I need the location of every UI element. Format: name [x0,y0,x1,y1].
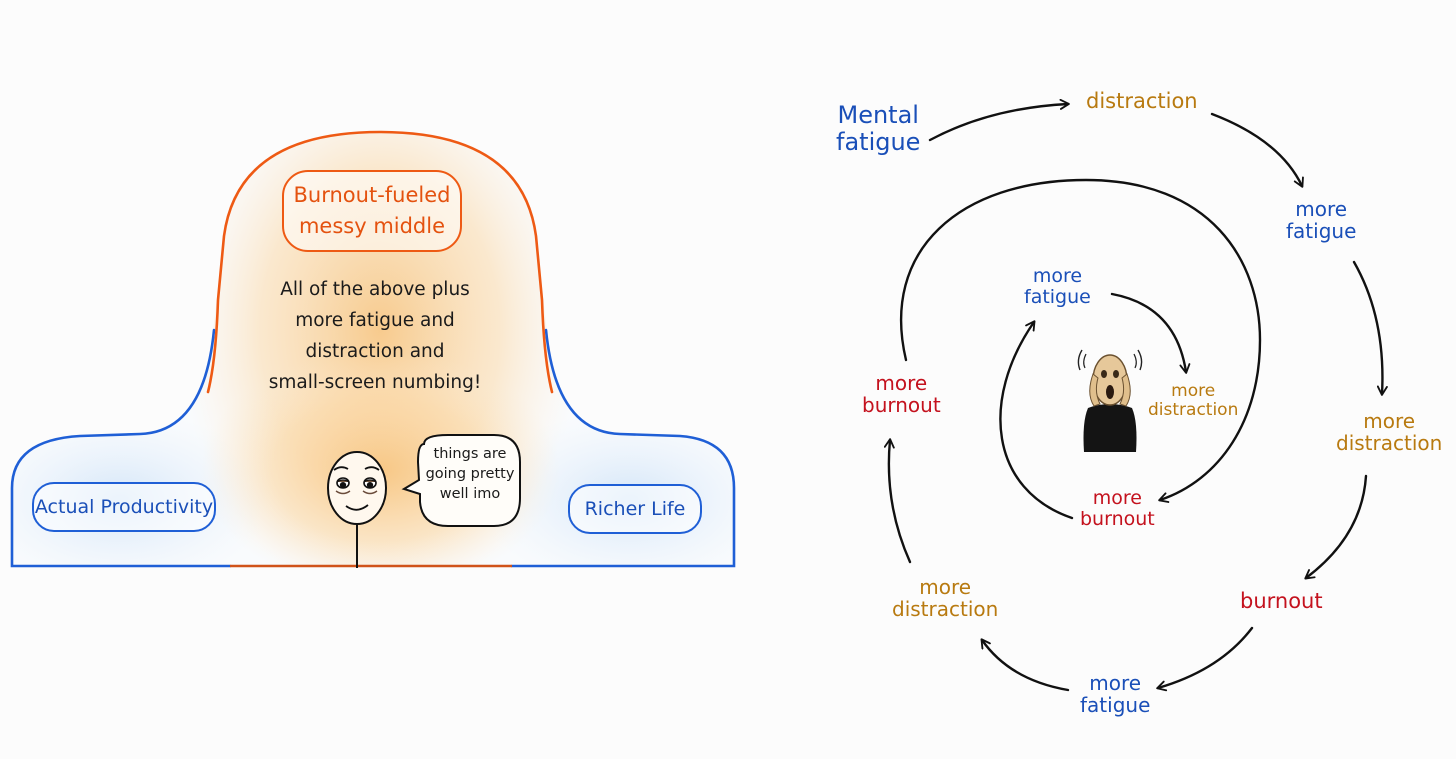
label-line: fatigue [1286,219,1357,244]
inner-node-more-fatigue: more fatigue [1024,265,1091,309]
cycle-node-burnout: burnout [1240,589,1323,614]
speech-bubble-shape [401,434,521,527]
label-line: Mental [837,101,919,129]
arrow [980,638,1070,692]
label-line: more [1089,671,1142,695]
label-line: more [1295,197,1348,221]
speech-bubble-text: things are going pretty well imo [420,444,520,504]
description-line: All of the above plus [280,279,470,300]
description-line: small-screen numbing! [268,372,482,393]
arrow [900,178,1262,503]
bubble-line: things are [433,446,507,462]
actual-productivity-pill: Actual Productivity [32,482,216,532]
arrow [1210,112,1304,188]
label-line: more [875,371,928,395]
arrow [1156,626,1254,692]
label-line: fatigue [836,127,921,156]
cycle-start-mental-fatigue: Mental fatigue [836,102,920,156]
label-line: more [1032,265,1083,287]
richer-life-pill: Richer Life [568,484,702,534]
label-line: burnout [1080,508,1155,531]
pill-label: Richer Life [584,498,686,520]
cycle-node-more-distraction: more distraction [892,576,998,621]
peak-label-line: messy middle [298,214,446,238]
cycle-node-more-fatigue: more fatigue [1286,198,1356,243]
scream-figure-icon [1077,349,1143,452]
description-line: distraction and [305,341,445,362]
cycle-arrows [883,98,1388,692]
label-line: more [919,575,972,599]
peak-label: Burnout-fueled messy middle [282,170,462,252]
arrow [1110,292,1191,374]
label-line: distraction [1336,431,1443,456]
arrow [1352,260,1388,396]
label-line: distraction [892,597,999,622]
label-line: more [1171,381,1216,401]
label-line: burnout [862,393,941,418]
label-line: distraction [1148,400,1239,421]
inner-node-more-burnout: more burnout [1080,487,1155,531]
cycle-node-more-distraction: more distraction [1336,410,1442,455]
cycle-node-distraction: distraction [1086,89,1198,114]
bubble-line: well imo [439,486,501,502]
label-line: fatigue [1080,693,1151,718]
arrow [1304,474,1368,580]
label-line: distraction [1086,89,1198,113]
peak-label-line: Burnout-fueled [293,183,451,207]
label-line: more [1363,409,1416,433]
pill-label: Actual Productivity [34,496,214,518]
inner-node-more-distraction: more distraction [1148,381,1239,421]
cycle-node-more-burnout: more burnout [862,372,941,417]
bubble-line: going pretty [425,466,515,482]
label-line: fatigue [1024,286,1091,309]
cycle-node-more-fatigue: more fatigue [1080,672,1150,717]
arrow [928,98,1070,142]
arrow [883,438,912,564]
arrow [999,320,1074,520]
label-line: burnout [1240,589,1323,613]
burnout-curve-diagram: Burnout-fueled messy middle All of the a… [10,130,736,568]
label-line: more [1092,487,1142,509]
peak-description: All of the above plus more fatigue and d… [250,274,500,398]
description-line: more fatigue and [295,310,455,331]
burnout-cycle-diagram: Mental fatigue distraction more fatigue … [740,0,1456,759]
tired-stick-figure-icon [327,451,387,568]
